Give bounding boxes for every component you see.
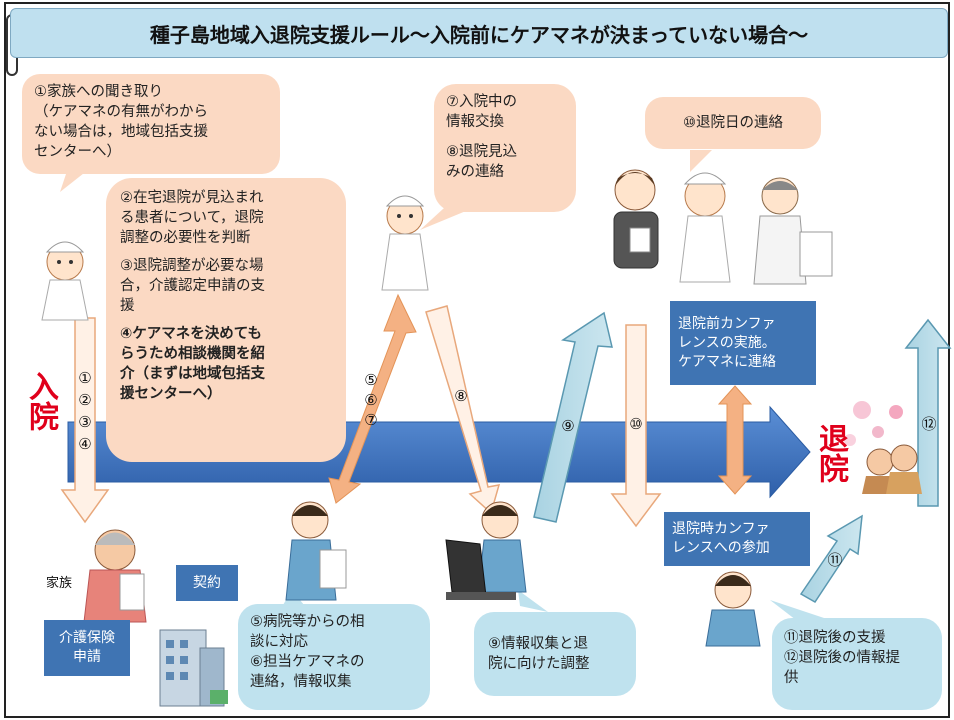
arrow-12 [904, 318, 952, 507]
bubble7-l1: ⑪退院後の支援 [784, 630, 886, 646]
family-label: 家族 [46, 576, 73, 591]
bubble5-p1a: ⑤病院等からの相 [250, 614, 365, 630]
arrow-label-7: ⑦ [364, 411, 378, 429]
bubble-post-discharge: ⑪退院後の支援 ⑫退院後の情報提 供 [772, 618, 942, 710]
arrow-label-2: ② [78, 391, 92, 409]
bubble-discharge-assessment: ②在宅退院が見込まれ る患者について，退院 調整の必要性を判断 ③退院調整が必要… [106, 178, 346, 462]
flower-icon [844, 401, 903, 446]
bubble2-p3a: ④ケアマネを決めても [120, 326, 263, 342]
bubble5-p2a: ⑥担当ケアマネの [250, 654, 365, 670]
care-insurance-box: 介護保険 申請 [44, 620, 130, 676]
bubble-consultation-response: ⑤病院等からの相 談に対応 ⑥担当ケアマネの 連絡，情報収集 [238, 604, 430, 710]
discharge-conference-box: 退院時カンファ レンスへの参加 [664, 512, 810, 566]
arrow-9 [533, 311, 613, 523]
bubble2-p2c: 援 [120, 298, 135, 314]
bubble4-text: ⑩退院日の連絡 [683, 115, 783, 131]
elderly-couple-icon [862, 444, 922, 494]
bubble2-para1: ②在宅退院が見込まれ る患者について，退院 調整の必要性を判断 [120, 188, 332, 248]
bubble2-p3b: らうため相談機関を紹 [120, 346, 265, 362]
bubble-family-interview: ①家族への聞き取り （ケアマネの有無がわから ない場合は，地域包括支援 センター… [22, 74, 280, 174]
bubble2-p1c: 調整の必要性を判断 [120, 230, 251, 246]
nurse-icon [41, 241, 89, 321]
bubble1-line3: ない場合は，地域包括支援 [34, 124, 208, 140]
bubble3-p2b: みの連絡 [446, 164, 504, 180]
bubble2-p1b: る患者について，退院 [120, 210, 264, 226]
pre-conf-line2: レンスの実施。 [678, 334, 776, 351]
care-manager-icon [705, 571, 761, 647]
bubble2-p3c: 介（まずは地域包括支 [120, 366, 265, 382]
nurse-icon [679, 172, 731, 283]
bubble2-p1a: ②在宅退院が見込まれ [120, 190, 264, 206]
bubble2-p3d: 援センターへ） [120, 386, 222, 402]
diagram-frame [4, 2, 950, 718]
bubble1-line2: （ケアマネの有無がわから [34, 104, 208, 120]
bubble6-l1: ⑨情報収集と退 [488, 636, 588, 652]
bubble-info-gathering: ⑨情報収集と退 院に向けた調整 [474, 612, 636, 696]
bubble7-tail [770, 600, 830, 620]
pre-conf-line1: 退院前カンファ [678, 315, 776, 332]
care-insurance-line1: 介護保険 [59, 630, 115, 646]
bubble5-p1b: 談に対応 [250, 634, 308, 650]
arrow-label-11: ⑪ [827, 551, 843, 569]
bubble3-para1: ⑦入院中の 情報交換 [446, 92, 564, 132]
discharge-label: 退院 [813, 423, 848, 483]
bubble2-p2a: ③退院調整が必要な場 [120, 258, 264, 274]
bubble7-l3: 供 [784, 670, 799, 686]
arrow-5-7 [328, 293, 417, 504]
arrow-label-1: ① [78, 369, 92, 387]
care-manager-icon [613, 169, 659, 269]
arrow-label-9: ⑨ [561, 417, 575, 435]
arrow-label-8: ⑧ [454, 387, 468, 405]
bubble3-para2: ⑧退院見込 みの連絡 [446, 142, 564, 182]
arrow-label-10: ⑩ [629, 415, 643, 433]
arrow-label-5: ⑤ [364, 371, 378, 389]
disch-conf-line2: レンスへの参加 [672, 540, 770, 556]
contract-box: 契約 [176, 565, 238, 601]
bubble3-p1b: 情報交換 [446, 114, 504, 130]
bubble1-line1: ①家族への聞き取り [34, 84, 163, 100]
computer-icon [445, 501, 527, 600]
bubble7-l2: ⑫退院後の情報提 [784, 650, 900, 666]
page-title: 種子島地域入退院支援ルール～入院前にケアマネが決まっていない場合～ [10, 8, 948, 58]
nurse-icon [381, 195, 429, 291]
arrow-10 [610, 324, 662, 528]
bubble3-p1a: ⑦入院中の [446, 94, 517, 110]
bubble-info-exchange: ⑦入院中の 情報交換 ⑧退院見込 みの連絡 [434, 84, 576, 212]
arrow-label-6: ⑥ [364, 391, 378, 409]
bubble2-para2: ③退院調整が必要な場 合，介護認定申請の支 援 [120, 256, 332, 316]
bubble2-para3: ④ケアマネを決めても らうため相談機関を紹 介（まずは地域包括支 援センターへ） [120, 324, 332, 404]
bubble2-p2b: 合，介護認定申請の支 [120, 278, 265, 294]
bubble6-l2: 院に向けた調整 [488, 656, 590, 672]
bubble1-line4: センターへ） [34, 144, 121, 160]
arrow-8 [425, 305, 501, 515]
doctor-icon [753, 177, 833, 285]
arrow-1-4 [60, 317, 110, 524]
pre-discharge-conference-box: 退院前カンファ レンスの実施。 ケアマネに連絡 [670, 301, 816, 385]
arrow-label-3: ③ [78, 413, 92, 431]
bubble3-p2a: ⑧退院見込 [446, 144, 517, 160]
bubble-discharge-date: ⑩退院日の連絡 [645, 97, 821, 149]
care-manager-icon [285, 501, 347, 601]
admission-label: 入院 [23, 371, 58, 431]
arrow-label-4: ④ [78, 435, 92, 453]
pre-conf-line3: ケアマネに連絡 [678, 353, 776, 370]
disch-conf-line1: 退院時カンファ [672, 521, 770, 537]
family-elder-icon [83, 529, 147, 623]
bubble5-p2b: 連絡，情報収集 [250, 674, 352, 690]
building-icon [159, 629, 228, 707]
care-insurance-line2: 申請 [73, 649, 101, 665]
arrow-label-12: ⑫ [921, 415, 937, 433]
bubble4-tail [690, 150, 712, 172]
conference-link-arrow [717, 385, 753, 495]
bubble6-tail [518, 590, 548, 612]
arrow-11 [799, 514, 863, 604]
